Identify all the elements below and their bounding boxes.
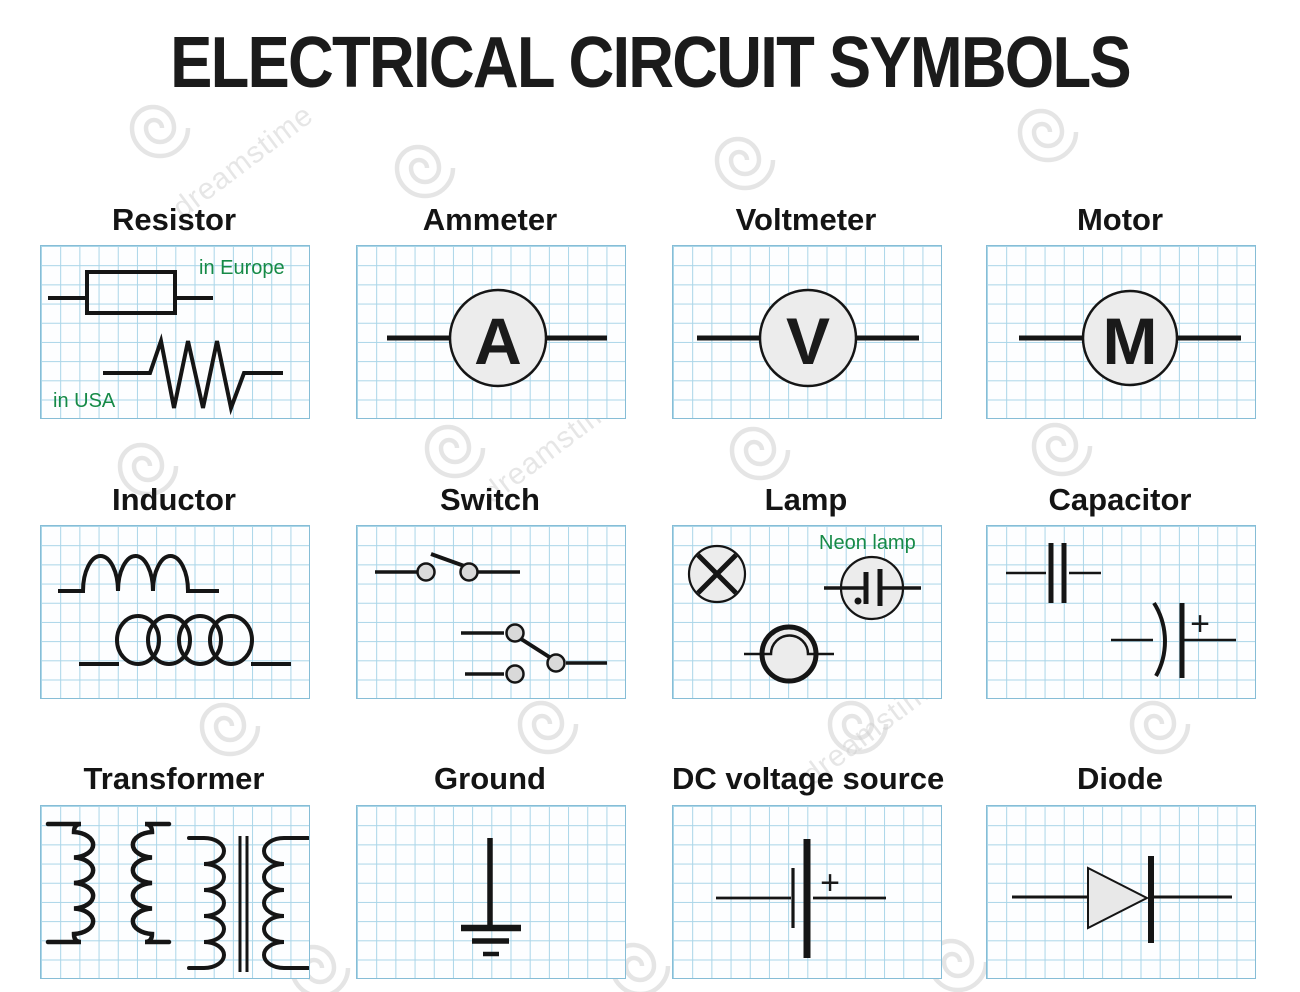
panel-title-resistor: Resistor [111, 202, 237, 237]
panel-title-capacitor: Capacitor [1048, 482, 1192, 517]
panel-title-switch: Switch [440, 482, 540, 517]
panel-voltmeter: V [672, 245, 942, 419]
panel-dc-voltage-source: + [672, 805, 942, 979]
polarized-plus-sign: + [1190, 605, 1210, 643]
page-title: ELECTRICAL CIRCUIT SYMBOLS [170, 23, 1132, 103]
panel-inductor [40, 525, 310, 699]
ammeter-symbol: A [387, 288, 607, 388]
panel-title-motor: Motor [1076, 202, 1164, 237]
lamp-cross-symbol [687, 544, 747, 604]
panel-title-lamp: Lamp [764, 482, 848, 517]
panel-transformer [40, 805, 310, 979]
panel-title-inductor: Inductor [112, 482, 236, 517]
resistor-europe-symbol [48, 270, 213, 315]
watermark-spiral [729, 426, 791, 481]
resistor-usa-symbol [103, 333, 283, 416]
panel-diode [986, 805, 1256, 979]
panel-title-ammeter: Ammeter [422, 202, 558, 237]
panel-capacitor: + [986, 525, 1256, 699]
panel-ground [356, 805, 626, 979]
capacitor-symbol [1006, 543, 1101, 603]
transformer-air-core-symbol [45, 821, 172, 945]
panel-motor: M [986, 245, 1256, 419]
ground-symbol [461, 838, 521, 957]
panel-title-diode: Diode [1076, 761, 1164, 796]
note-in-europe: in Europe [199, 257, 285, 279]
diode-symbol [1012, 856, 1232, 943]
ammeter-letter: A [474, 304, 522, 378]
dc-voltage-source-symbol: + [716, 839, 886, 958]
note-in-usa: in USA [53, 390, 116, 412]
motor-letter: M [1103, 304, 1158, 378]
transformer-iron-core-symbol [187, 836, 309, 972]
lamp-incandescent-symbol [744, 624, 834, 684]
capacitor-polarized-symbol: + [1111, 601, 1236, 678]
switch-spst-symbol [375, 552, 520, 582]
watermark-spiral [424, 424, 486, 479]
note-neon-lamp: Neon lamp [819, 532, 916, 554]
inductor-coil-symbol [79, 614, 291, 666]
watermark-spiral [394, 144, 456, 199]
watermark-spiral [714, 136, 776, 191]
watermark-spiral [1017, 108, 1079, 163]
panel-title-voltmeter: Voltmeter [735, 202, 877, 237]
panel-resistor: in Europe in USA [40, 245, 310, 419]
panel-title-dc-voltage-source: DC voltage source [672, 761, 945, 796]
voltmeter-symbol: V [697, 288, 919, 388]
panel-lamp: Neon lamp [672, 525, 942, 699]
panel-title-transformer: Transformer [83, 761, 265, 796]
battery-plus-sign: + [820, 864, 840, 902]
voltmeter-letter: V [786, 304, 830, 378]
panel-ammeter: A [356, 245, 626, 419]
lamp-neon-symbol [824, 555, 921, 621]
panel-title-ground: Ground [434, 761, 546, 796]
inductor-hump-symbol [58, 554, 219, 593]
panel-switch [356, 525, 626, 699]
switch-spdt-symbol [461, 623, 607, 684]
motor-symbol: M [1019, 289, 1241, 387]
